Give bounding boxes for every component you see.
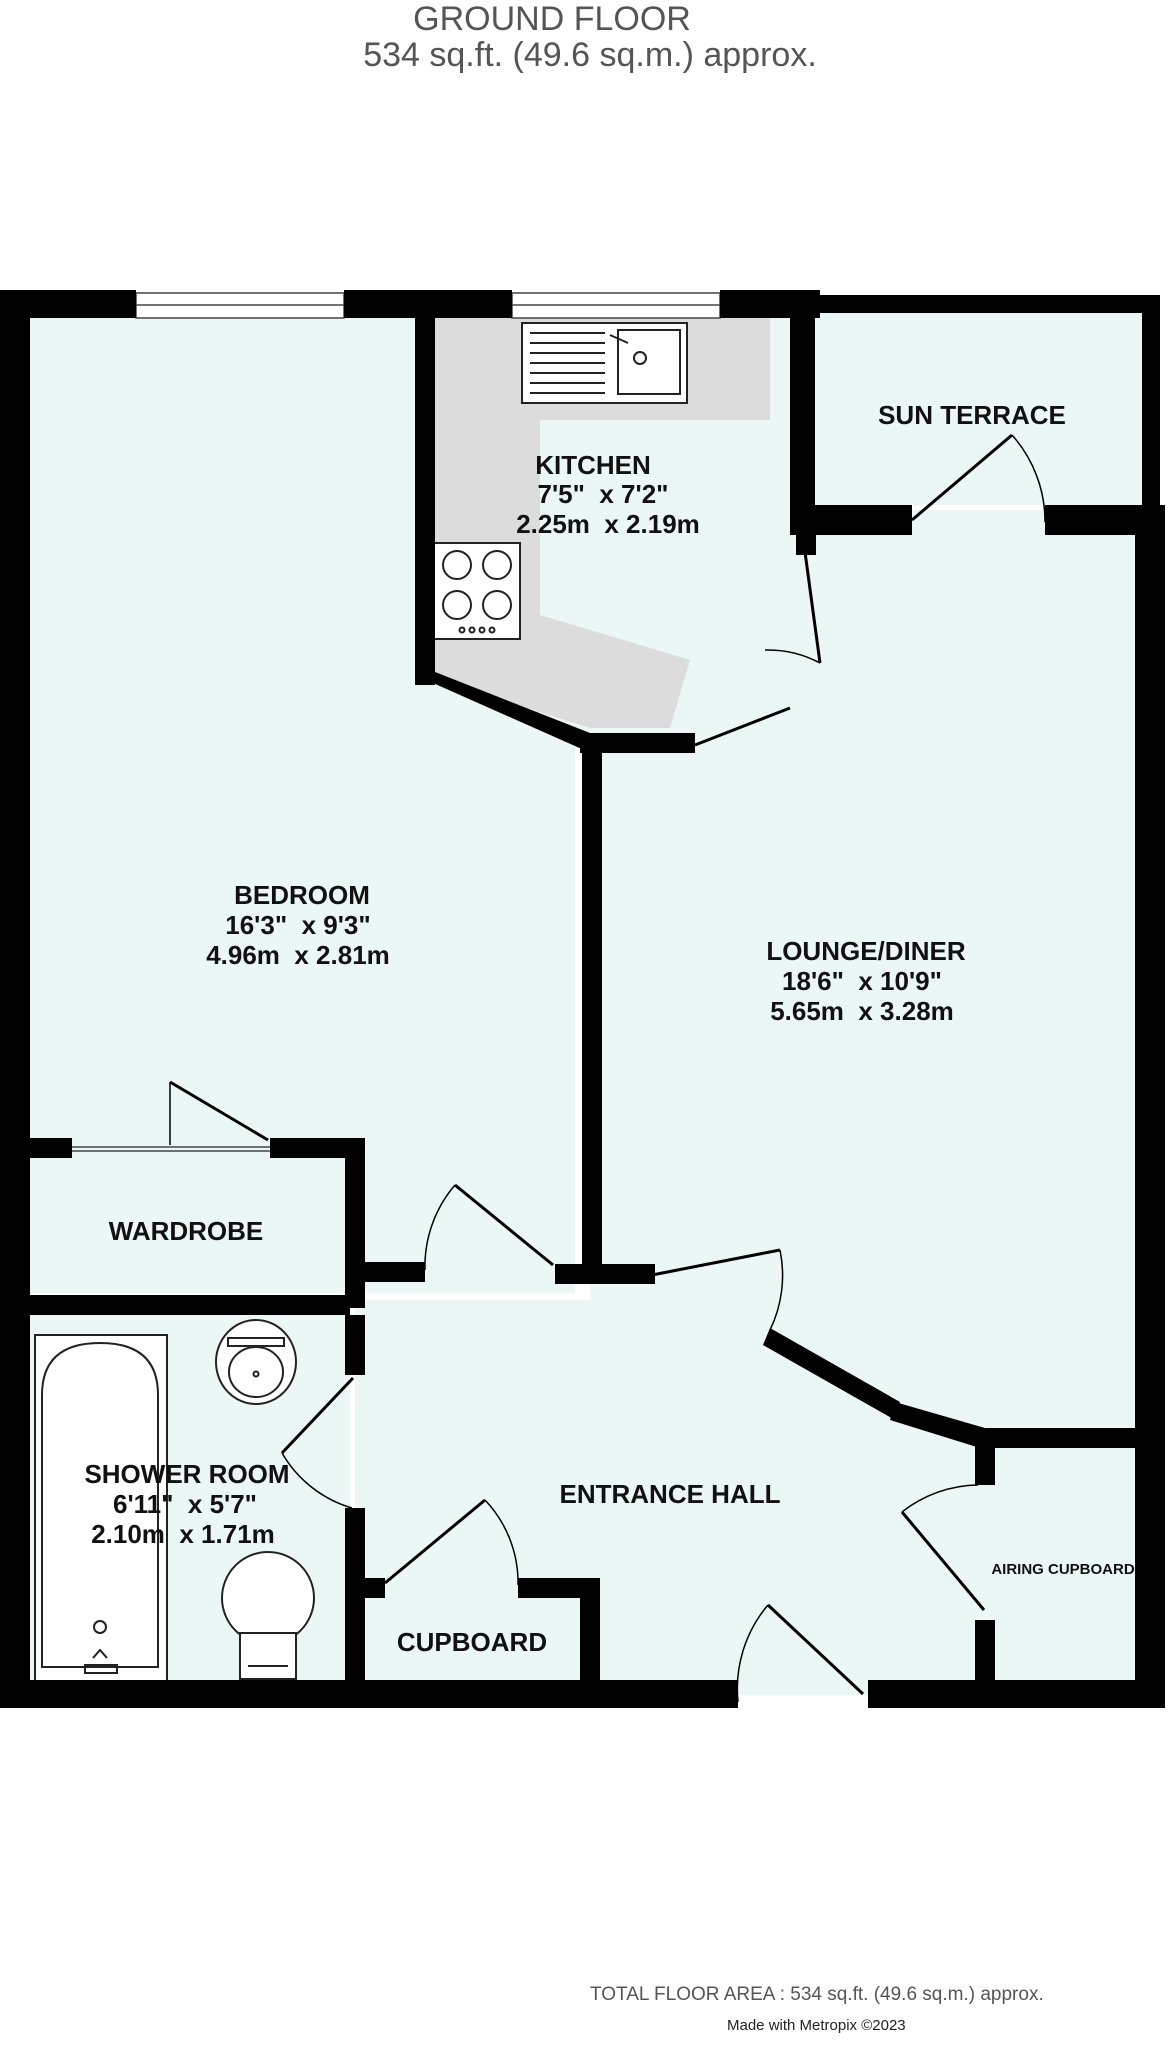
sink-icon: [521, 322, 688, 404]
floor-sun-terrace: [805, 305, 1150, 505]
kitchen-name: KITCHEN: [535, 450, 651, 480]
bedroom-name: BEDROOM: [234, 880, 370, 910]
door-cupboard[interactable]: [384, 1498, 519, 1586]
door-swings: [169, 433, 1046, 1703]
sun-terrace-name: SUN TERRACE: [878, 400, 1066, 430]
shower-imperial: 6'11" x 5'7": [113, 1489, 257, 1519]
floor-airing: [985, 1440, 1140, 1695]
bath-icon: [34, 1334, 168, 1684]
bedroom-metric: 4.96m x 2.81m: [206, 940, 390, 970]
door-wardrobe[interactable]: [169, 1080, 269, 1145]
wardrobe-name: WARDROBE: [109, 1216, 264, 1246]
lounge-imperial: 18'6" x 10'9": [782, 966, 942, 996]
lounge-name: LOUNGE/DINER: [766, 936, 966, 966]
floor-area: 534 sq.ft. (49.6 sq.m.) approx.: [363, 36, 817, 74]
bedroom-imperial: 16'3" x 9'3": [225, 910, 370, 940]
entrance-name: ENTRANCE HALL: [560, 1479, 781, 1509]
wardrobe-doors: [72, 1146, 270, 1152]
room-labels: KITCHEN 7'5" x 7'2" 2.25m x 2.19m SUN TE…: [84, 400, 1134, 1657]
door-entrance[interactable]: [736, 1603, 865, 1703]
toilet-icon: [221, 1551, 315, 1680]
door-shower[interactable]: [280, 1376, 355, 1509]
lounge-metric: 5.65m x 3.28m: [770, 996, 954, 1026]
hob-icon: [433, 542, 521, 640]
cupboard-name: CUPBOARD: [397, 1627, 547, 1657]
door-kitchen[interactable]: [694, 551, 822, 747]
shower-metric: 2.10m x 1.71m: [91, 1519, 275, 1549]
made-with-credit: Made with Metropix ©2023: [727, 2017, 906, 2034]
door-airing-cupboard[interactable]: [900, 1484, 986, 1611]
shower-name: SHOWER ROOM: [84, 1459, 289, 1489]
door-bedroom[interactable]: [424, 1183, 554, 1271]
door-lounge[interactable]: [651, 1248, 784, 1331]
kitchen-imperial: 7'5" x 7'2": [538, 479, 669, 509]
basin-icon: [215, 1319, 297, 1405]
airing-name: AIRING CUPBOARD: [991, 1561, 1135, 1578]
door-sun-terrace[interactable]: [911, 433, 1046, 523]
floor-hall: [355, 1300, 985, 1695]
kitchen-metric: 2.25m x 2.19m: [516, 509, 700, 539]
floor-title: GROUND FLOOR: [413, 0, 691, 38]
total-floor-area: TOTAL FLOOR AREA : 534 sq.ft. (49.6 sq.m…: [590, 1984, 1044, 2005]
airing-wall-cover: [1135, 1440, 1165, 1690]
